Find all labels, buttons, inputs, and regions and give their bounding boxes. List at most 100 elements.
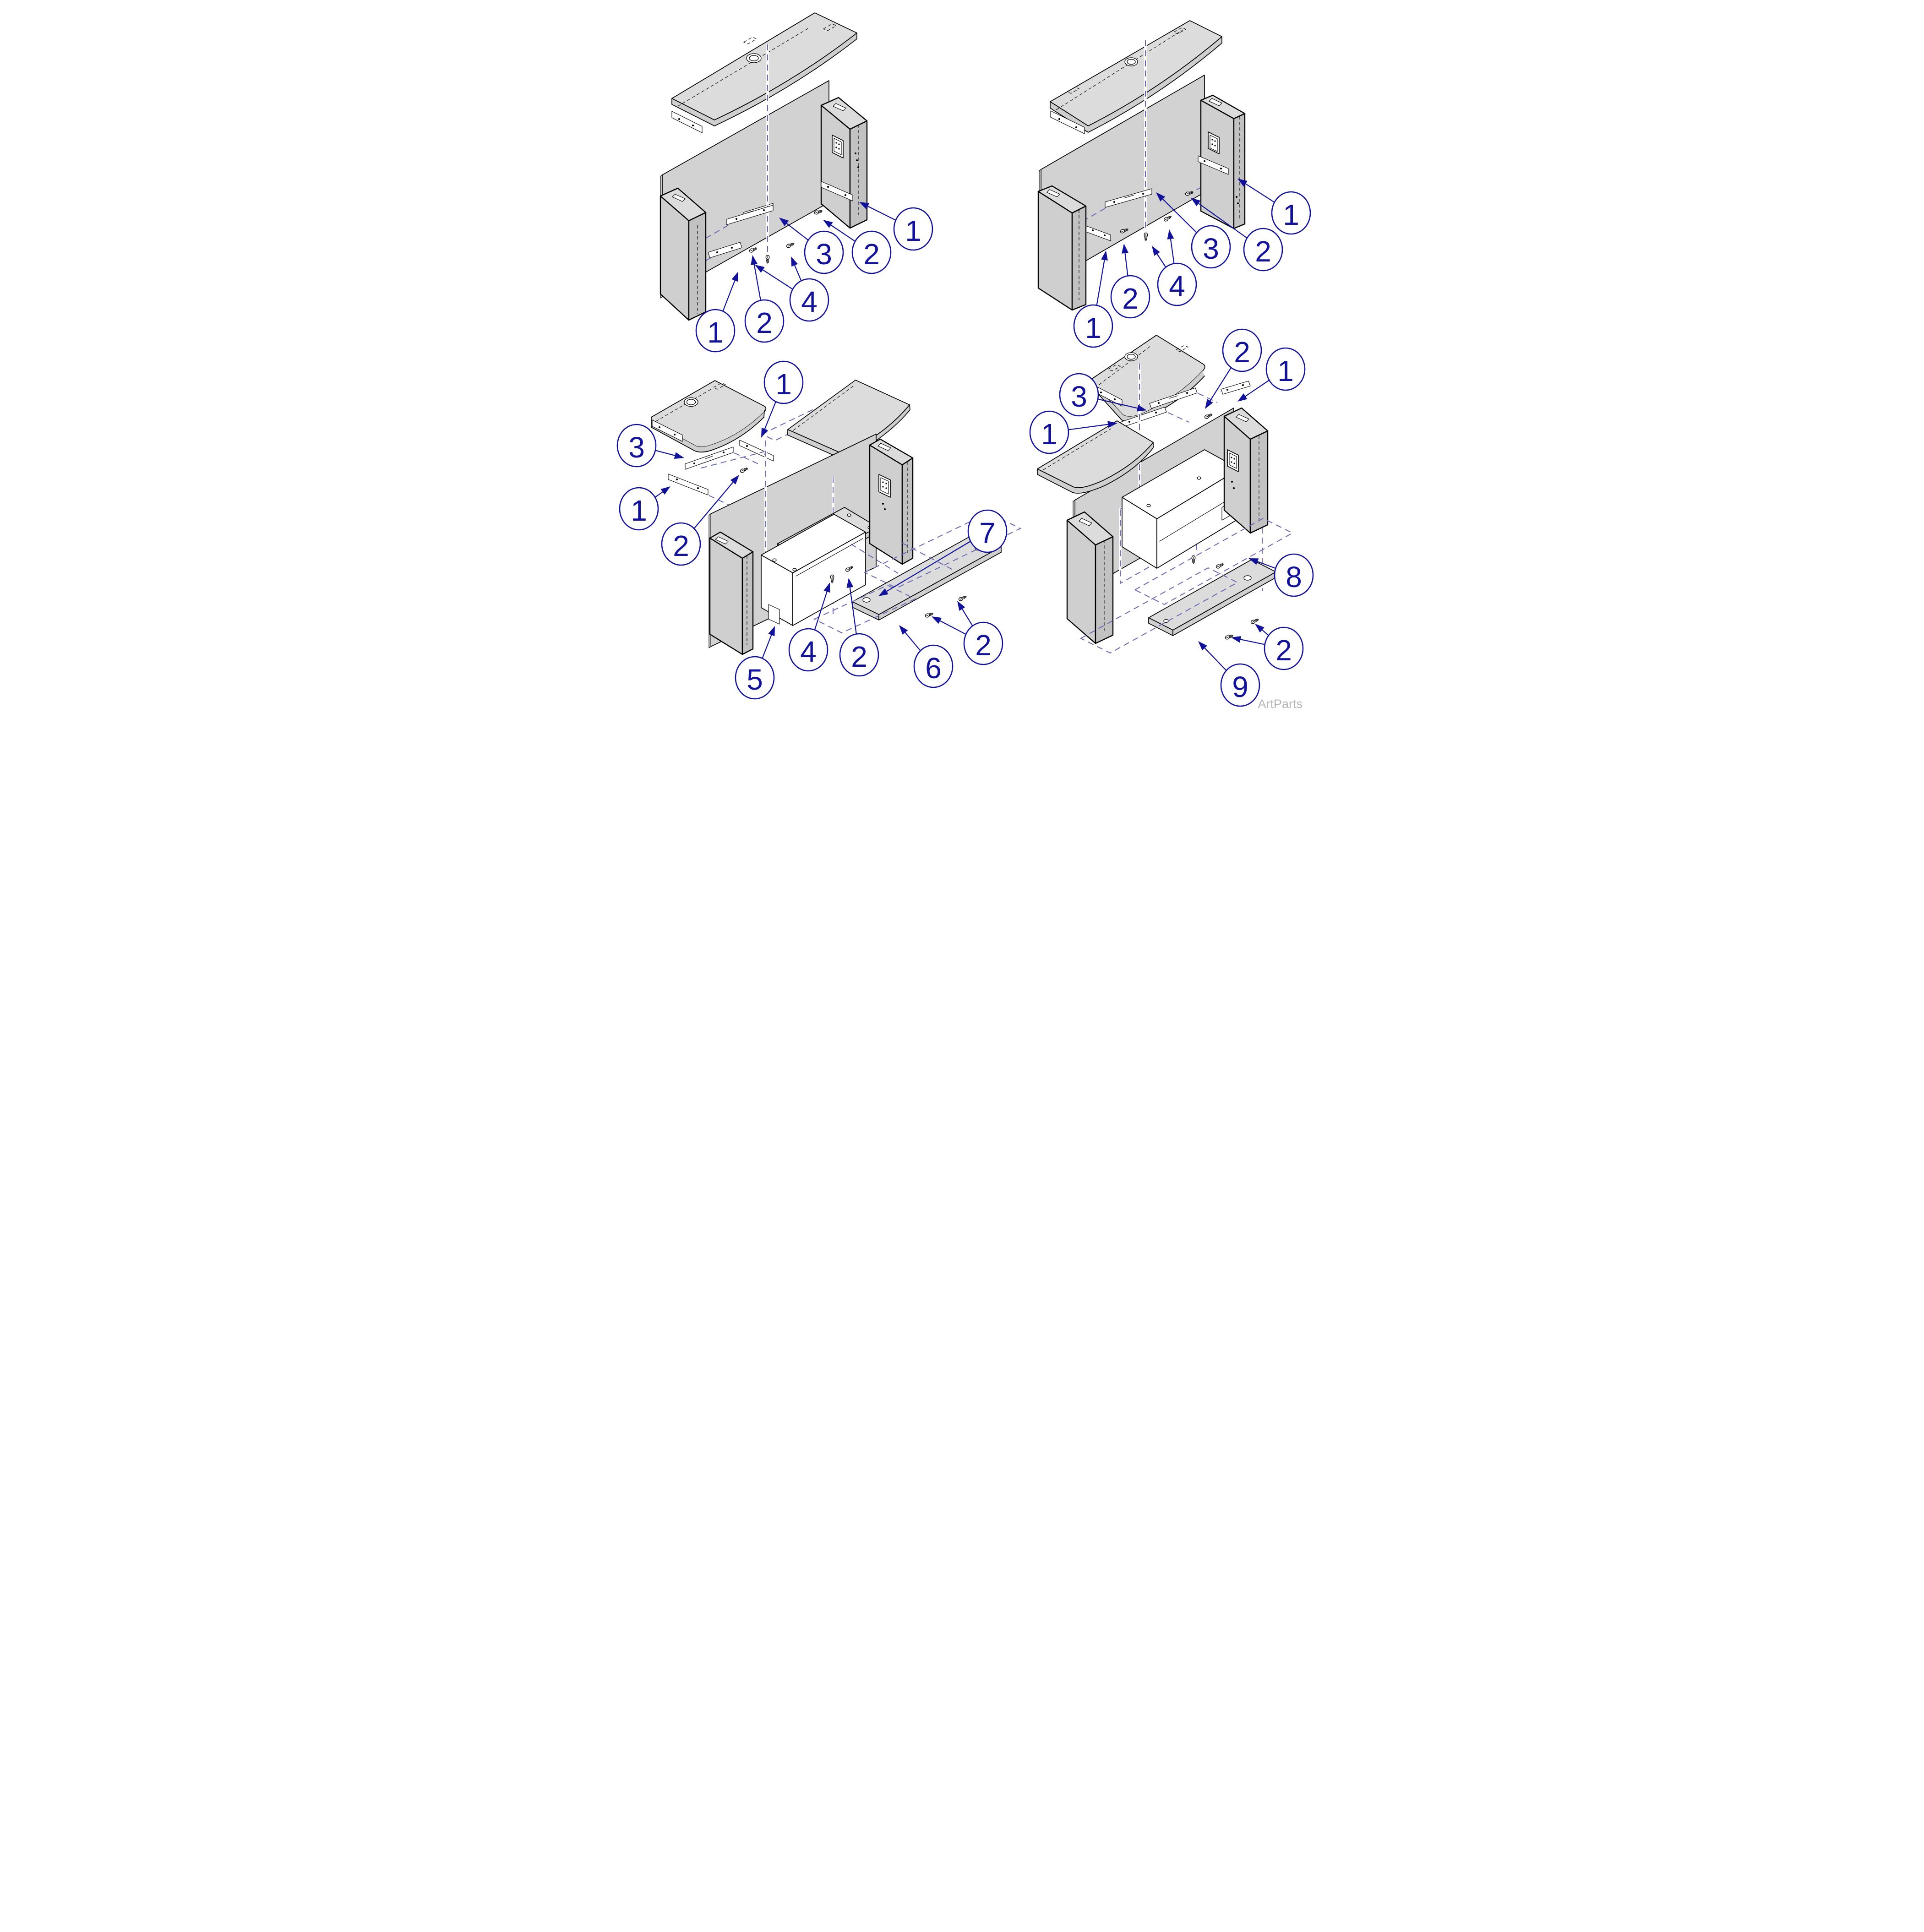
screw-bl-1 [830, 574, 834, 583]
leader-arrowhead [761, 427, 768, 438]
callout-bl-3-1: 3 [616, 424, 684, 468]
screw-bl-0 [740, 467, 748, 473]
callout-number: 7 [979, 517, 996, 550]
callout-number: 1 [1041, 418, 1057, 451]
handle-cutout [1078, 518, 1092, 526]
callout-number: 1 [775, 368, 792, 401]
handle-cutout [1046, 189, 1060, 197]
pedestal-right [1223, 407, 1268, 534]
countertop [671, 12, 857, 133]
screw-br-0 [1204, 413, 1213, 419]
handle-cutout [832, 103, 846, 111]
callout-circle [1059, 373, 1099, 417]
callout-circle [1110, 275, 1150, 319]
callout-circle [1274, 553, 1314, 597]
watermark: ArtParts [1258, 697, 1303, 711]
leader-arrowhead [1231, 636, 1241, 643]
power-outlet [1207, 131, 1220, 154]
callout-number: 3 [628, 431, 645, 464]
callout-number: 3 [816, 238, 832, 271]
callout-tr-1-0: 1 [1237, 179, 1311, 235]
pedestal-right [869, 438, 913, 565]
pedestal-left [709, 531, 753, 655]
dashed-outlines [1079, 517, 1293, 654]
handle-cutout [714, 536, 729, 544]
leader-arrowhead [1121, 244, 1128, 254]
screw-tr-2 [1163, 216, 1172, 222]
pedestal-left [660, 187, 706, 321]
screw-bl-2 [845, 566, 853, 572]
callout-number: 8 [1286, 561, 1302, 593]
power-outlet [831, 135, 844, 158]
countertop-rounded [650, 380, 766, 453]
handle-cutout [1235, 414, 1249, 422]
callout-number: 5 [747, 663, 763, 696]
pedestal-bracket [1197, 155, 1229, 175]
callout-bl-6-8: 6 [899, 625, 953, 688]
callout-number: 4 [800, 635, 817, 668]
callout-circle [619, 487, 659, 531]
callout-number: 1 [1283, 198, 1299, 231]
callout-bl-4-6: 4 [788, 582, 830, 672]
callout-tr-2-4: 2 [1110, 244, 1150, 319]
callout-circle [616, 424, 656, 468]
callout-bl-2-3: 2 [661, 475, 739, 566]
callout-number: 6 [925, 652, 942, 685]
callout-circle [963, 621, 1003, 665]
leader-arrowhead [754, 265, 765, 273]
leader-arrowhead [1151, 246, 1160, 256]
leader-arrowhead [859, 202, 869, 210]
callout-circle [789, 278, 829, 322]
callout-br-1-3: 1 [1029, 410, 1117, 454]
mounting-brackets [1119, 381, 1251, 428]
callout-circle [1264, 626, 1303, 670]
screw-tr-1 [1144, 232, 1148, 241]
callout-tl-3-2: 3 [779, 218, 844, 274]
callout-number: 2 [975, 629, 992, 662]
leader-arrowhead [1237, 179, 1248, 187]
leader-arrowhead [1237, 393, 1248, 402]
callout-br-8-4: 8 [1248, 553, 1314, 597]
callout-circle [744, 299, 784, 343]
callout-circle [1222, 328, 1262, 372]
countertop [1049, 20, 1222, 134]
screw-tl-3 [814, 210, 823, 215]
callout-circle [1271, 191, 1311, 235]
callout-circle [695, 309, 735, 353]
callout-number: 3 [1203, 232, 1219, 265]
callout-circle [735, 656, 774, 700]
leader-arrowhead [1136, 404, 1147, 412]
callout-bl-2-9: 2 [931, 601, 1003, 665]
bottom-panel [1148, 559, 1276, 636]
screw-br-2 [1215, 563, 1224, 569]
callout-circle [1191, 225, 1231, 269]
callout-br-1-1: 1 [1237, 347, 1305, 402]
leader-arrowhead [823, 220, 833, 228]
callout-circle [913, 644, 953, 688]
transaction-shelf [1036, 420, 1154, 494]
pedestal-left [1066, 511, 1113, 644]
leader-arrowhead [1254, 624, 1264, 633]
leader-arrowhead [1167, 229, 1174, 239]
callout-tl-4-3: 4 [754, 256, 829, 322]
power-outlet [878, 474, 891, 498]
callout-bl-1-2: 1 [619, 486, 670, 531]
screw-br-1 [1191, 555, 1195, 564]
callout-circle [788, 628, 828, 672]
callout-number: 1 [707, 316, 724, 349]
callout-number: 1 [1277, 354, 1294, 387]
leader-arrowhead [1205, 399, 1213, 409]
screw-tr-0 [1120, 228, 1128, 234]
leader-arrowhead [1107, 421, 1117, 428]
callout-circle [1265, 347, 1305, 391]
bottom-panel [851, 533, 1002, 620]
pedestal-left [1037, 185, 1086, 311]
callout-circle [839, 633, 879, 677]
